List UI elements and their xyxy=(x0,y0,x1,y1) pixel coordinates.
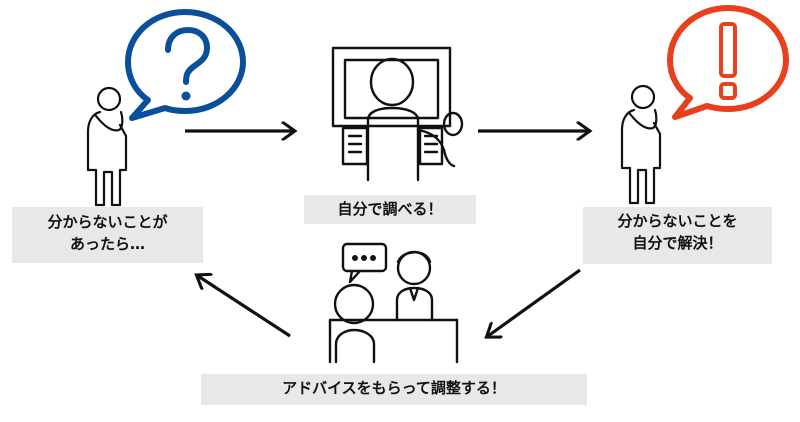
step-solve-line-1: 分からないことを xyxy=(617,212,738,230)
consultation-icon xyxy=(328,242,459,364)
step-advice-label: アドバイスをもらって調整する！ xyxy=(201,374,587,405)
question-mark-icon xyxy=(165,26,211,101)
step-question-label: 分からないことが あったら… xyxy=(12,207,203,263)
speech-bubble-dots-icon xyxy=(341,242,388,284)
thinking-person-icon xyxy=(86,86,128,207)
exclamation-bubble-icon xyxy=(667,5,789,120)
step-research-line-1: 自分で調べる！ xyxy=(337,200,443,218)
exclamation-mark-icon xyxy=(719,22,737,100)
step-solve-label: 分からないことを 自分で解決！ xyxy=(583,207,772,264)
step-solve-line-2: 自分で解決！ xyxy=(632,234,723,252)
step-question-line-1: 分からないことが xyxy=(47,213,168,231)
arrow-to-advice xyxy=(488,268,581,336)
step-question-line-2: あったら… xyxy=(69,235,145,253)
arrow-back-to-question xyxy=(198,276,291,338)
computer-user-icon xyxy=(331,46,464,182)
step-research-label: 自分で調べる！ xyxy=(304,195,476,224)
thinking-person-icon xyxy=(620,84,662,205)
step-advice-line-1: アドバイスをもらって調整する！ xyxy=(282,379,506,397)
question-bubble-icon xyxy=(125,9,246,121)
